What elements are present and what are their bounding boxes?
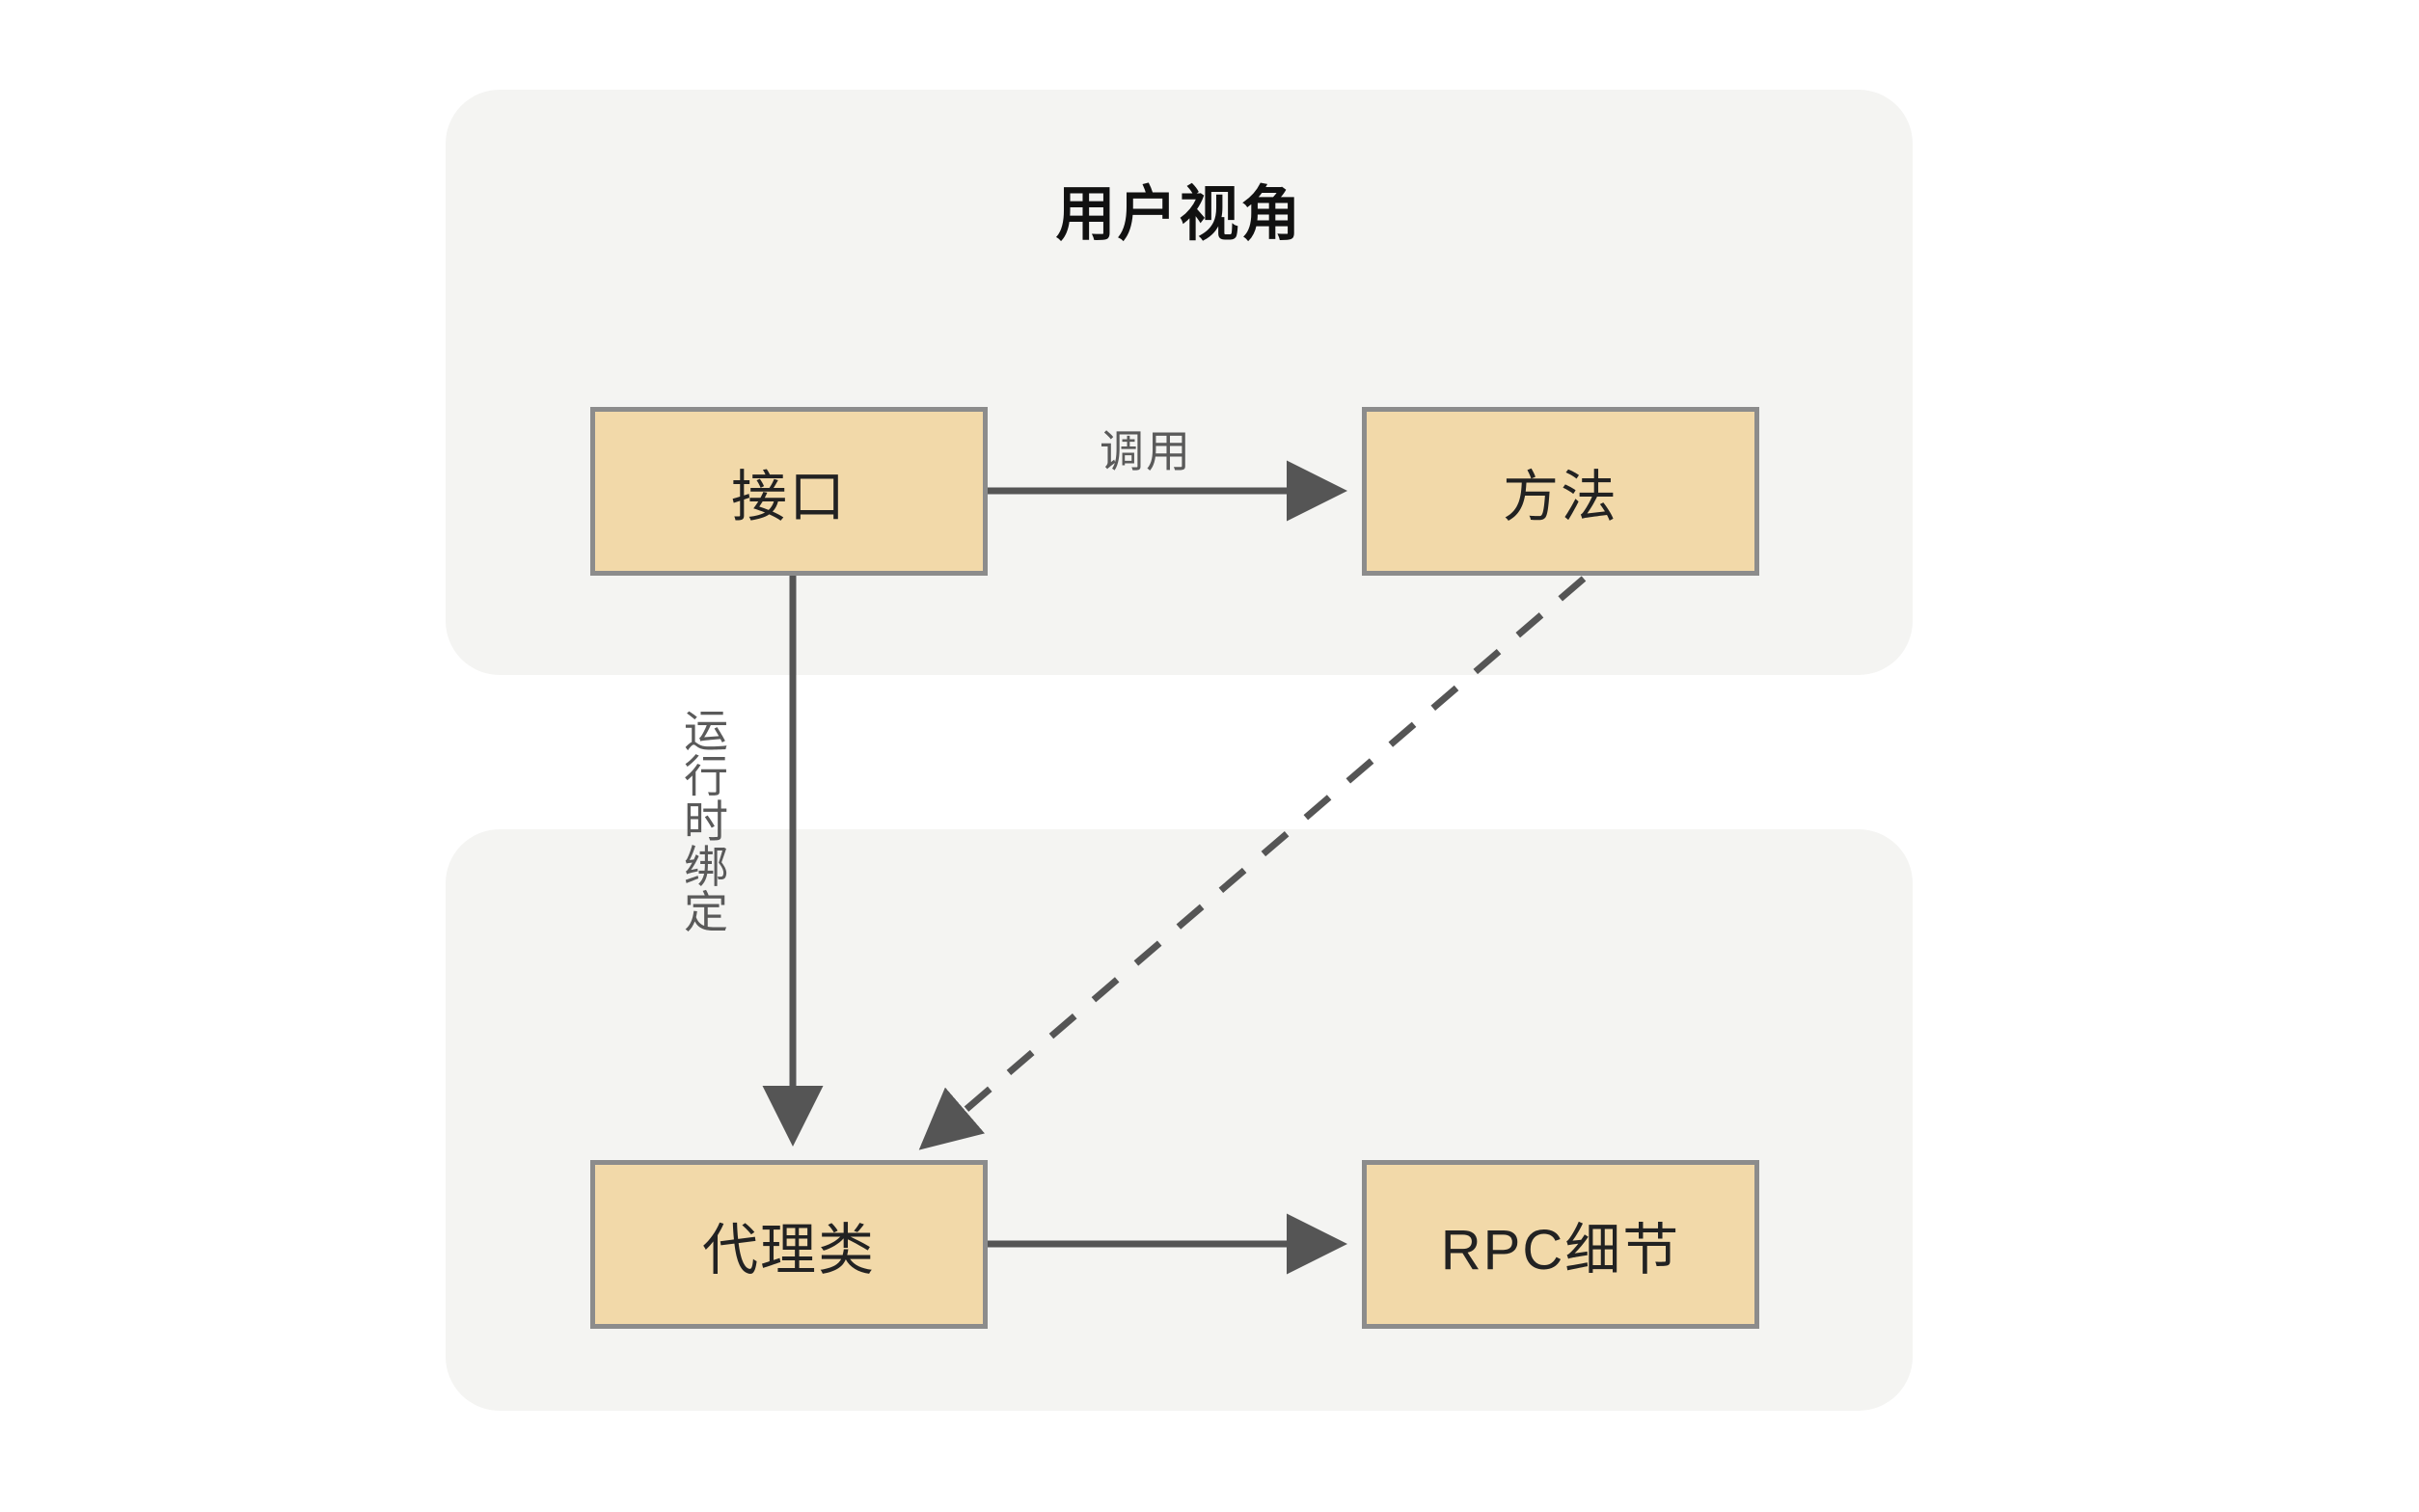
node-proxy[interactable]: 代理类	[590, 1160, 988, 1329]
panel-user-perspective	[446, 90, 1913, 675]
node-method[interactable]: 方法	[1362, 407, 1759, 576]
panel-title-user-perspective: 用户视角	[1055, 181, 1303, 248]
node-proxy-label: 代理类	[701, 1218, 876, 1282]
edge-label-runtime-binding: 运行时绑定	[684, 706, 728, 937]
node-interface[interactable]: 接口	[590, 407, 988, 576]
edge-label-call: 调用	[1100, 426, 1192, 476]
node-interface-label: 接口	[730, 465, 847, 528]
node-method-label: 方法	[1502, 465, 1618, 528]
node-rpc[interactable]: RPC细节	[1362, 1160, 1759, 1329]
node-rpc-label: RPC细节	[1440, 1218, 1681, 1282]
